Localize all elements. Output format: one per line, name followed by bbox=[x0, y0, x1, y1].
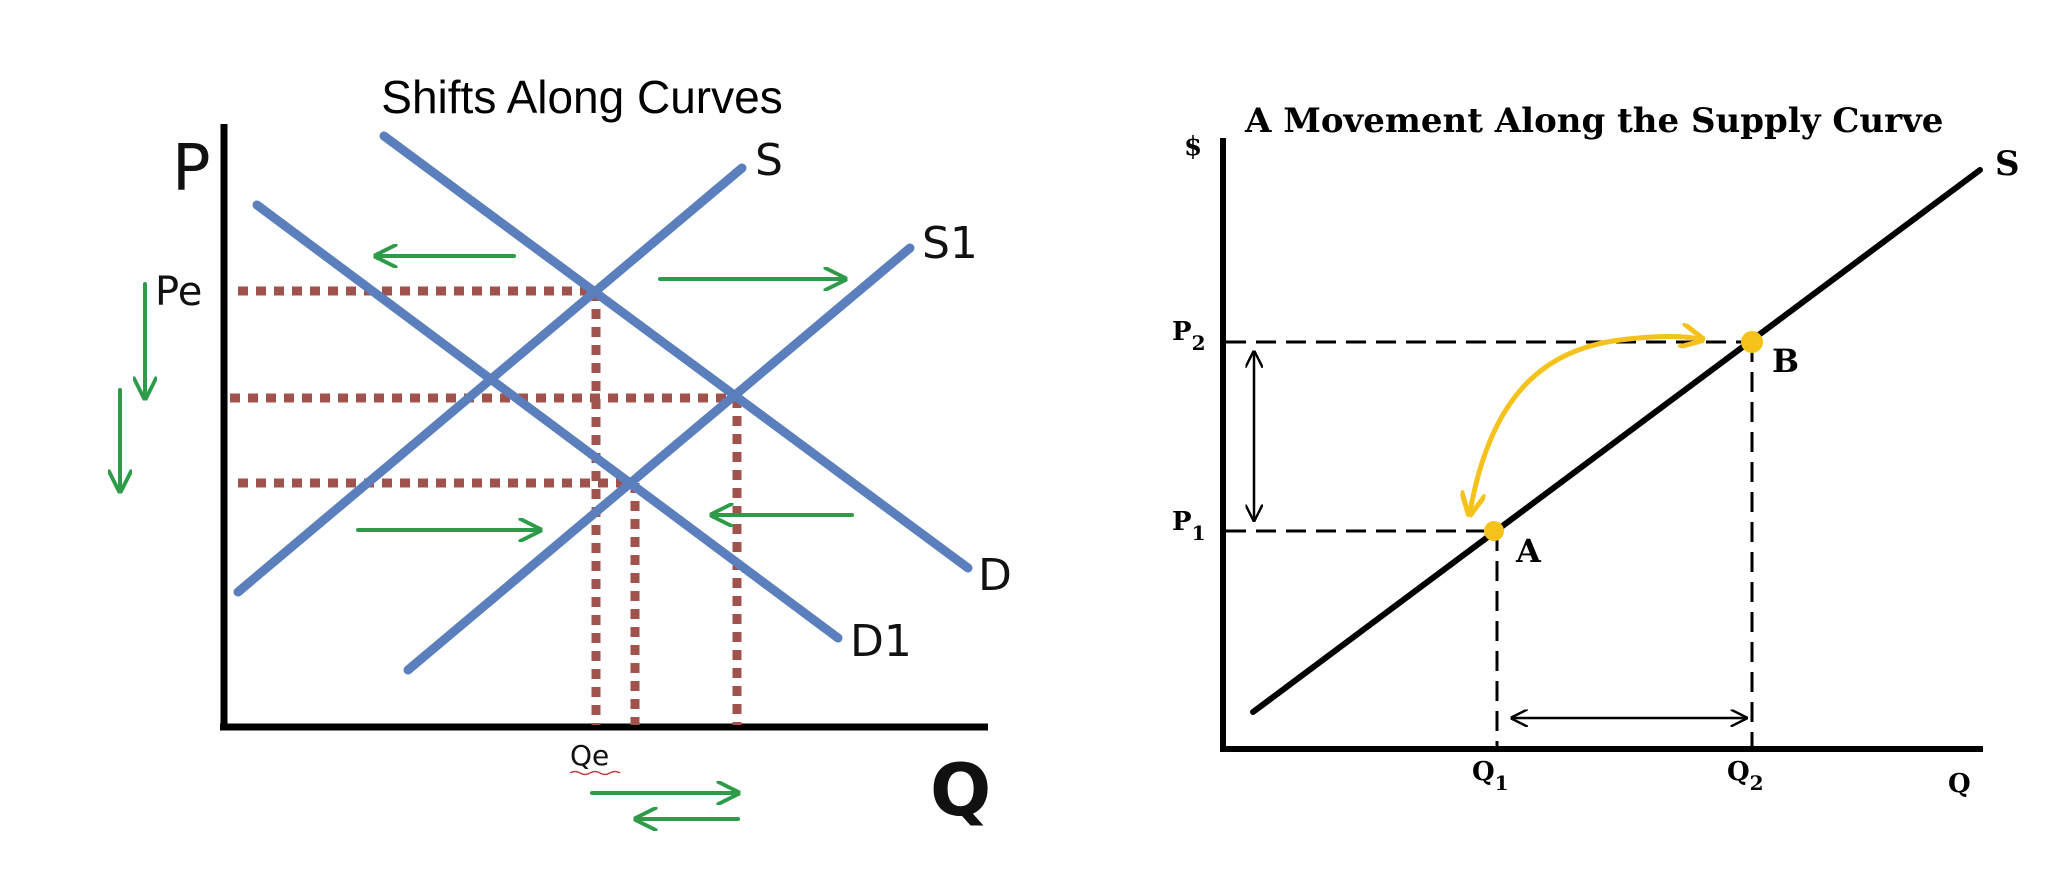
right-quantity-axis-label: Q bbox=[1948, 769, 1971, 799]
point-a-label: A bbox=[1515, 532, 1542, 570]
right-supply-curve bbox=[1250, 167, 1983, 715]
left-diagram: Shifts Along Curves P Q S S1 D D1 Pe Q bbox=[120, 71, 1012, 832]
left-diagram-title: Shifts Along Curves bbox=[381, 71, 782, 123]
label-d1: D1 bbox=[850, 616, 912, 667]
label-d: D bbox=[978, 550, 1012, 601]
demand-curve-d1 bbox=[252, 200, 843, 643]
point-b-label: B bbox=[1772, 342, 1799, 380]
label-s: S bbox=[755, 135, 783, 186]
right-supply-label: S bbox=[1995, 144, 2020, 184]
price-tick-p2: P2 bbox=[1172, 317, 1205, 355]
left-green-arrows bbox=[120, 256, 854, 819]
left-curves bbox=[233, 131, 973, 675]
right-diagram: A Movement Along the Supply Curve $ Q S … bbox=[1172, 101, 2020, 799]
price-tick-pe: Pe bbox=[155, 269, 202, 315]
quantity-tick-q2: Q2 bbox=[1727, 757, 1764, 795]
point-a-marker bbox=[1484, 521, 1504, 541]
right-diagram-title: A Movement Along the Supply Curve bbox=[1244, 101, 1943, 141]
supply-curve-s1 bbox=[403, 243, 915, 675]
label-s1: S1 bbox=[922, 218, 978, 269]
qe-underline bbox=[569, 770, 621, 776]
quantity-tick-q1: Q1 bbox=[1472, 757, 1509, 795]
price-tick-p1: P1 bbox=[1172, 507, 1205, 545]
movement-arrow-up bbox=[1619, 337, 1700, 341]
demand-curve-d bbox=[379, 131, 973, 573]
quantity-tick-qe: Qe bbox=[570, 739, 609, 772]
right-price-axis-label: $ bbox=[1184, 132, 1202, 162]
left-price-axis-label: P bbox=[172, 132, 211, 206]
movement-arrow-down bbox=[1470, 337, 1621, 512]
point-b-marker bbox=[1741, 331, 1763, 353]
left-quantity-axis-label: Q bbox=[930, 748, 991, 832]
right-dashed-guides bbox=[1226, 340, 1754, 747]
